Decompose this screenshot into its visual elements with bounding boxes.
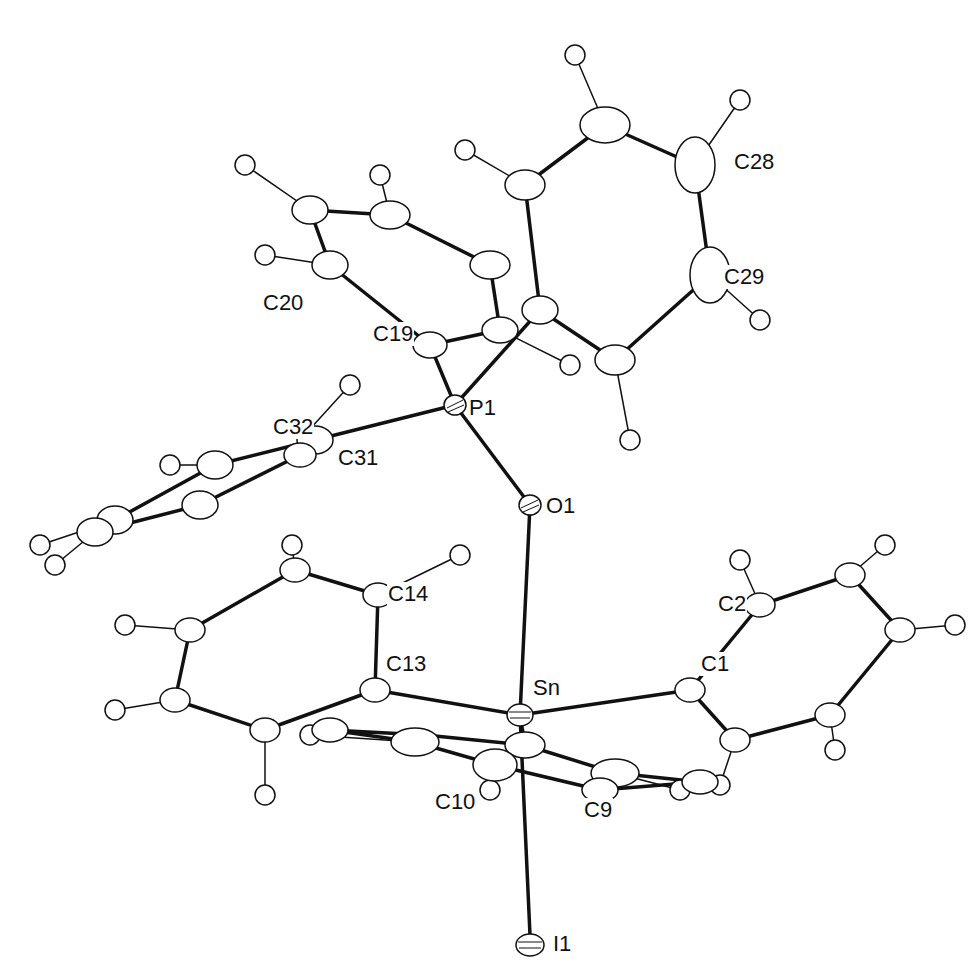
atom-label: C2: [717, 592, 747, 616]
hydrogen-atoms: [30, 45, 965, 805]
bonds: [95, 125, 900, 935]
atom-label: C32: [272, 415, 314, 439]
atom-label: C13: [385, 652, 427, 676]
heavy-atoms: [444, 395, 544, 956]
atom-label: P1: [468, 396, 497, 420]
atom-label: C31: [337, 446, 379, 470]
carbon-atoms: [77, 107, 915, 802]
atom-label: C28: [733, 150, 775, 174]
hydrogen-bonds: [40, 55, 955, 795]
atom-label: C9: [583, 798, 613, 822]
atom-label: I1: [552, 932, 572, 956]
atom-label: C10: [434, 790, 476, 814]
atom-label: O1: [545, 494, 576, 518]
atom-label: C29: [723, 265, 765, 289]
atom-label: C19: [372, 322, 414, 346]
atom-label: C1: [700, 652, 730, 676]
atom-label: C20: [262, 291, 304, 315]
atom-label: Sn: [532, 676, 561, 700]
atom-label: C14: [387, 582, 429, 606]
